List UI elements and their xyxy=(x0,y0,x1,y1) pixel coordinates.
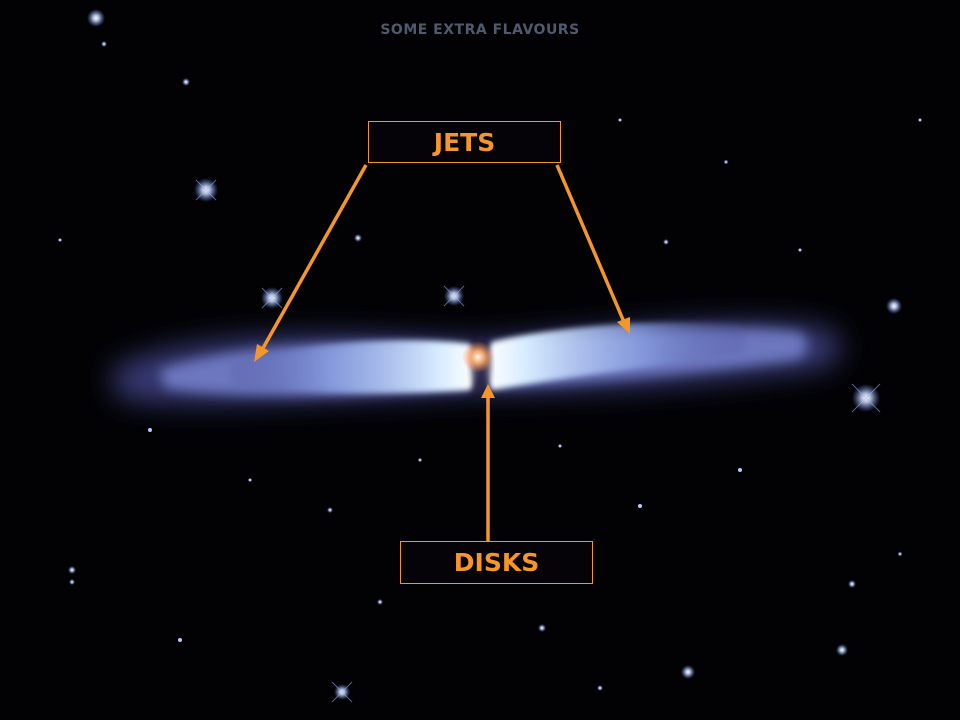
slide-caption: SOME EXTRA FLAVOURS xyxy=(380,22,580,38)
disks-label-box: DISKS xyxy=(400,541,593,584)
central-star xyxy=(462,341,494,373)
star-spikes xyxy=(195,179,881,703)
jets-right-arrow xyxy=(555,164,630,334)
annotation-arrows xyxy=(254,164,630,541)
jets-label-box: JETS xyxy=(368,121,561,163)
jets-label: JETS xyxy=(433,127,496,157)
jets-left-arrow xyxy=(254,164,368,362)
disks-label: DISKS xyxy=(453,548,540,577)
nebula-lobes xyxy=(230,322,747,394)
disks-arrow xyxy=(481,384,495,541)
